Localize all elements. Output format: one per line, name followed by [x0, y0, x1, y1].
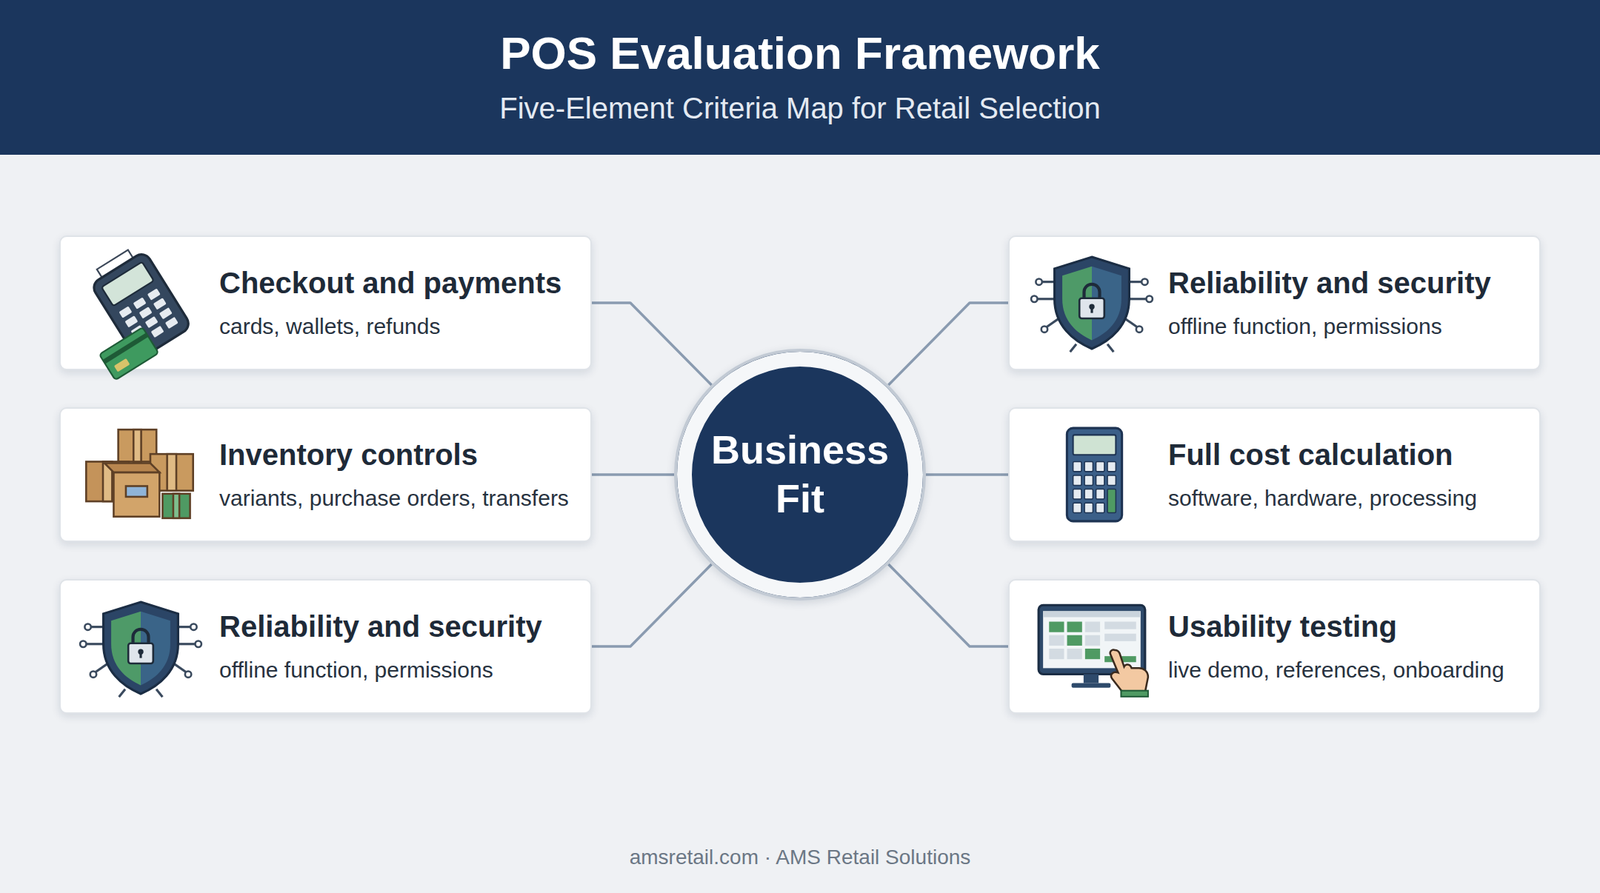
connector-line	[888, 302, 1009, 386]
card-detail: variants, purchase orders, transfers	[219, 485, 569, 512]
footer-credit: amsretail.com · AMS Retail Solutions	[0, 845, 1600, 871]
shield-icon	[1031, 257, 1153, 352]
criteria-card: Reliability and security offline function…	[59, 579, 592, 715]
title: POS Evaluation Framework	[0, 28, 1600, 79]
criteria-card: Full cost calculation software, hardware,…	[1008, 407, 1541, 543]
criteria-card: Inventory controls variants, purchase ord…	[59, 407, 592, 543]
criteria-card: Checkout and payments cards, wallets, ref…	[59, 235, 592, 371]
card-detail: cards, wallets, refunds	[219, 313, 440, 340]
card-detail: offline function, permissions	[219, 657, 494, 684]
card-heading: Reliability and security	[1168, 265, 1492, 301]
hub-label: Business Fit	[707, 425, 893, 524]
criteria-card: Usability testing live demo, references, …	[1008, 579, 1541, 715]
criteria-card: Reliability and security offline function…	[1008, 235, 1541, 371]
card-detail: offline function, permissions	[1168, 313, 1443, 340]
connector-line	[591, 473, 675, 477]
connector-line	[925, 473, 1009, 477]
shield-icon	[80, 602, 202, 698]
subtitle: Five-Element Criteria Map for Retail Sel…	[0, 90, 1600, 126]
connector-line	[591, 302, 712, 386]
header-band: POS Evaluation Framework Five-Element Cr…	[0, 0, 1600, 155]
card-heading: Usability testing	[1168, 608, 1398, 645]
terminal-icon	[60, 242, 195, 380]
usability-icon	[1038, 605, 1149, 698]
card-detail: live demo, references, onboarding	[1168, 657, 1505, 684]
card-heading: Checkout and payments	[219, 265, 562, 301]
card-heading: Reliability and security	[219, 608, 543, 645]
connector-line	[591, 564, 712, 647]
connector-line	[888, 564, 1009, 647]
card-heading: Full cost calculation	[1168, 437, 1454, 473]
card-detail: software, hardware, processing	[1168, 485, 1478, 512]
inventory-icon	[85, 429, 193, 519]
calculator-icon	[1066, 428, 1122, 522]
card-heading: Inventory controls	[219, 437, 478, 473]
hub-circle: Business Fit	[674, 348, 926, 601]
